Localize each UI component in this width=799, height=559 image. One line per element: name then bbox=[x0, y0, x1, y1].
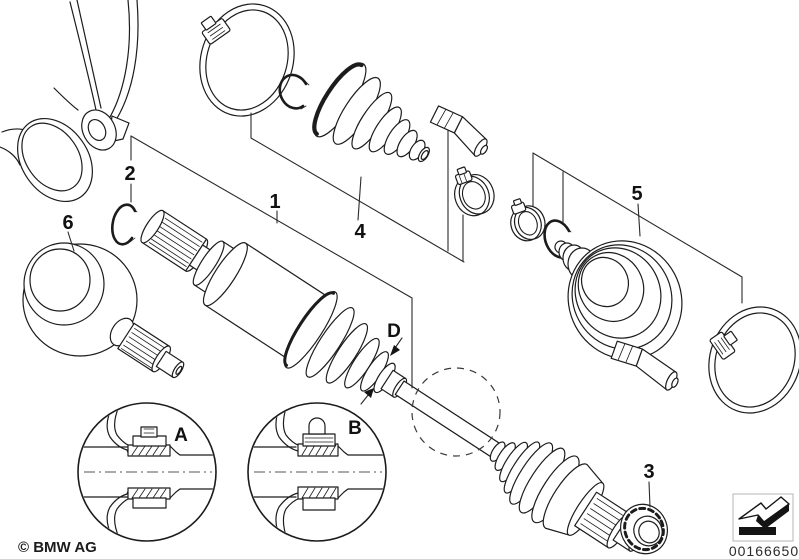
callout-d[interactable]: D bbox=[387, 321, 401, 342]
callout-2[interactable]: 2 bbox=[124, 163, 135, 185]
image-number: 00166650 bbox=[729, 543, 799, 559]
detail-circle-a bbox=[77, 402, 217, 542]
snap-ring-1 bbox=[278, 73, 310, 110]
callout-1[interactable]: 1 bbox=[269, 191, 280, 213]
hose-clamp-band-1 bbox=[199, 3, 295, 117]
callout-b[interactable]: B bbox=[348, 418, 362, 439]
final-drive-housing-sketch bbox=[0, 0, 139, 203]
leader-lines bbox=[67, 112, 743, 508]
cv-boot-5 bbox=[554, 240, 683, 360]
outer-cv-joint-6 bbox=[22, 242, 185, 379]
hose-clamp-band-2 bbox=[708, 306, 799, 414]
detail-marker-circle bbox=[411, 367, 501, 457]
cv-boot-4 bbox=[312, 62, 430, 163]
copyright-text: © BMW AG bbox=[18, 539, 97, 556]
callout-4[interactable]: 4 bbox=[354, 221, 366, 243]
callout-3[interactable]: 3 bbox=[643, 461, 654, 483]
grease-tube-2 bbox=[610, 340, 679, 391]
crimp-clamp-1 bbox=[454, 166, 495, 217]
detail-circle-b bbox=[247, 402, 387, 542]
collar-nut-3 bbox=[620, 503, 668, 555]
crimp-clamp-2 bbox=[510, 198, 546, 242]
callout-a[interactable]: A bbox=[174, 425, 188, 446]
grease-tube-1 bbox=[429, 105, 489, 157]
callout-6[interactable]: 6 bbox=[62, 212, 73, 234]
direction-arrow-icon bbox=[732, 493, 794, 542]
callout-labels: 1 2 3 4 5 6 A B D bbox=[62, 163, 654, 483]
snap-ring-3 bbox=[111, 203, 138, 246]
callout-5[interactable]: 5 bbox=[631, 183, 642, 205]
